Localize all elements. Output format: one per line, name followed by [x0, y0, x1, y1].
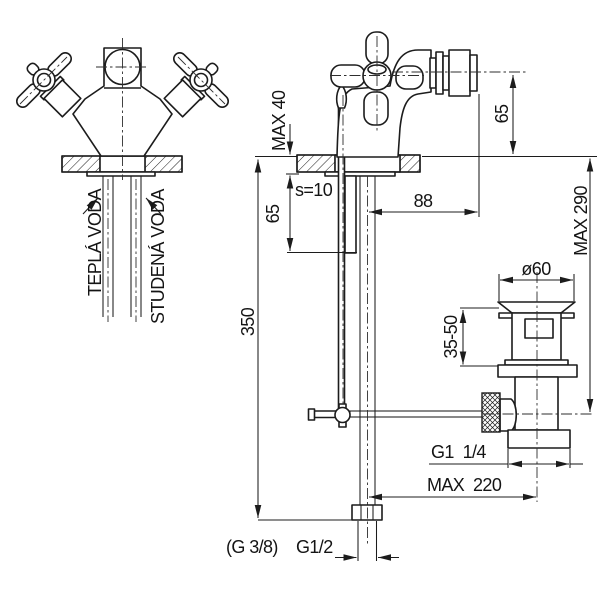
lift-rod-knob — [335, 84, 348, 109]
dim-dia60-label: ø60 — [521, 259, 551, 279]
side-view — [296, 31, 526, 545]
knurled-nut — [481, 392, 501, 433]
dim-65-spout: 65 — [492, 75, 517, 154]
side-base-flange — [324, 171, 396, 177]
front-centerlines — [19, 38, 226, 322]
dim-max220-label: MAX 220 — [427, 475, 502, 495]
hot-water-leader — [82, 197, 99, 215]
spout-aerator — [429, 49, 478, 97]
dim-65-shank: 65 — [263, 175, 294, 251]
dim-dia60: ø60 — [500, 259, 573, 284]
dim-350-label: 350 — [238, 307, 258, 336]
cold-water-label: STUDENÁ VODA — [148, 189, 168, 324]
dim-inlet-thread: (G 3/8) G1/2 — [226, 537, 399, 561]
dim-35-50-label: 35-50 — [441, 315, 461, 359]
ball-joint — [334, 406, 351, 424]
side-centerlines — [330, 36, 526, 545]
extension-lines — [255, 94, 597, 561]
deck-thickness-label: s=10 — [295, 180, 333, 200]
drain-top-cone — [497, 301, 576, 314]
drain-tailpiece — [507, 429, 571, 449]
drain-lower-body — [514, 376, 559, 431]
dim-g1-1-4-label: G1 1/4 — [431, 442, 486, 462]
dimensions: MAX 40 s=10 65 350 88 65 MAX 290 — [226, 75, 597, 561]
rod-collar — [499, 398, 518, 432]
drain-assembly — [481, 272, 594, 502]
dim-65-shank-label: 65 — [263, 204, 283, 223]
front-view: TEPLÁ VODA STUDENÁ VODA — [15, 38, 230, 324]
side-deck-plate — [296, 154, 421, 177]
dim-max220: MAX 220 — [369, 475, 536, 501]
cold-water-leader — [145, 197, 162, 215]
drain-lower-flange — [497, 364, 578, 378]
dim-88: 88 — [369, 191, 478, 216]
dim-65-spout-label: 65 — [492, 104, 512, 123]
dim-88-label: 88 — [414, 191, 433, 211]
front-supply-pipes — [102, 176, 142, 317]
dim-350: 350 — [238, 159, 262, 518]
dim-max40-label: MAX 40 — [269, 90, 289, 151]
front-deck-plate — [61, 155, 183, 177]
dim-max290: MAX 290 — [571, 158, 594, 412]
hot-water-label: TEPLÁ VODA — [85, 188, 105, 296]
pop-up-linkage — [307, 403, 483, 428]
alt-inlet-thread-label: (G 3/8) — [226, 537, 278, 557]
front-base-flange — [86, 171, 156, 177]
dim-g1-1-4: G1 1/4 — [431, 442, 569, 468]
inlet-hex-fitting — [351, 504, 383, 521]
dim-35-50: 35-50 — [441, 310, 467, 365]
dim-max290-label: MAX 290 — [571, 185, 591, 255]
horizontal-rod — [349, 410, 483, 418]
dim-max40: MAX 40 — [269, 90, 294, 155]
overflow-window — [524, 318, 554, 339]
inlet-thread-label: G1/2 — [296, 537, 333, 557]
rod-end-cap — [307, 408, 316, 421]
mounting-shank — [344, 175, 357, 254]
rod-stub — [312, 410, 337, 419]
